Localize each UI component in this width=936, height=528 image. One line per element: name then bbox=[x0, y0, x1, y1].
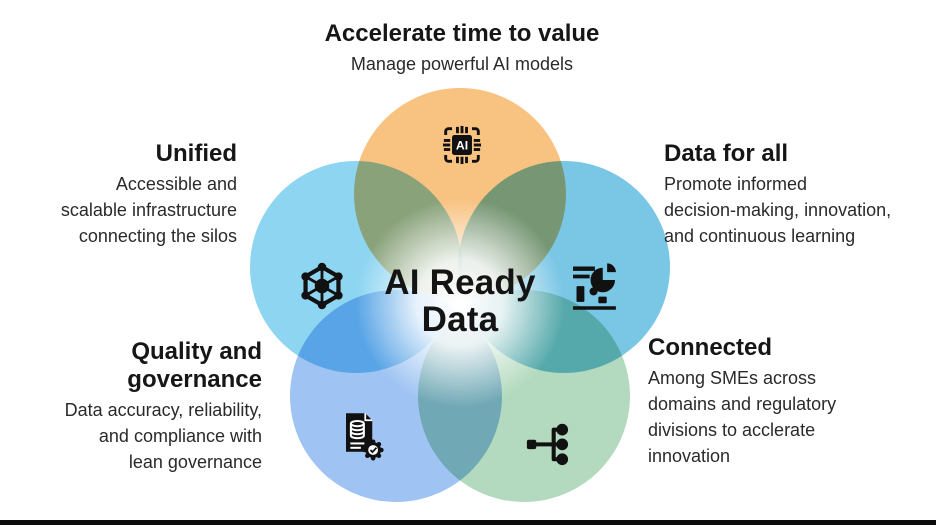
footer-rule bbox=[0, 520, 936, 525]
hub-network-icon bbox=[295, 259, 349, 313]
caption-quality-governance-desc-line: Data accuracy, reliability, bbox=[64, 400, 262, 420]
caption-unified: Unified Accessible and scalable infrastr… bbox=[7, 140, 237, 249]
caption-accelerate-title: Accelerate time to value bbox=[324, 20, 600, 47]
caption-unified-desc-line: Accessible and bbox=[115, 174, 237, 194]
data-report-icon bbox=[566, 259, 622, 315]
caption-connected-desc-line: domains and regulatory bbox=[648, 394, 837, 414]
caption-data-for-all-desc-line: and continuous learning bbox=[664, 226, 856, 246]
caption-accelerate: Accelerate time to value Manage powerful… bbox=[262, 20, 662, 77]
caption-unified-title: Unified bbox=[155, 140, 237, 167]
center-label: AI Ready Data bbox=[330, 264, 590, 338]
caption-connected: Connected Among SMEs across domains and … bbox=[648, 334, 898, 469]
ai-chip-icon: AI bbox=[433, 116, 491, 174]
caption-data-for-all-title: Data for all bbox=[664, 140, 789, 167]
center-label-line2: Data bbox=[421, 300, 499, 339]
caption-connected-desc-line: innovation bbox=[648, 446, 731, 466]
caption-data-for-all: Data for all Promote informed decision-m… bbox=[664, 140, 926, 249]
caption-quality-governance-title-line: governance bbox=[127, 366, 262, 393]
caption-quality-governance-desc-line: and compliance with bbox=[98, 426, 262, 446]
caption-accelerate-desc: Manage powerful AI models bbox=[350, 54, 574, 74]
branch-network-icon bbox=[522, 417, 574, 469]
caption-connected-desc-line: divisions to acclerate bbox=[648, 420, 816, 440]
caption-data-for-all-desc-line: decision-making, innovation, bbox=[664, 200, 892, 220]
caption-data-for-all-desc-line: Promote informed bbox=[664, 174, 808, 194]
caption-quality-governance-desc-line: lean governance bbox=[128, 452, 262, 472]
caption-connected-title: Connected bbox=[648, 334, 773, 361]
caption-connected-desc-line: Among SMEs across bbox=[648, 368, 817, 388]
caption-unified-desc-line: connecting the silos bbox=[78, 226, 237, 246]
caption-quality-governance: Quality and governance Data accuracy, re… bbox=[30, 338, 262, 475]
caption-unified-desc-line: scalable infrastructure bbox=[60, 200, 237, 220]
caption-quality-governance-title-line: Quality and bbox=[131, 338, 262, 365]
center-label-line1: AI Ready bbox=[384, 263, 536, 302]
data-governance-doc-icon bbox=[332, 408, 388, 464]
ai-chip-label: AI bbox=[456, 139, 468, 153]
